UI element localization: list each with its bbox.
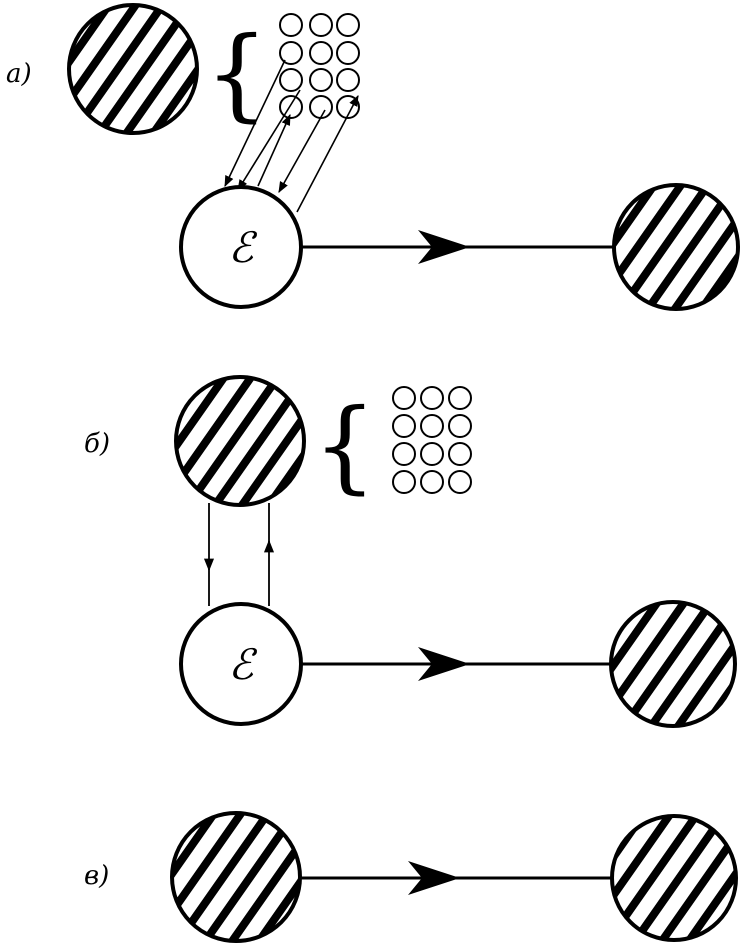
panel-b-label: б) bbox=[84, 429, 110, 459]
hatched-target-circle-a bbox=[612, 183, 740, 311]
brace-b: { bbox=[313, 387, 377, 504]
hatched-source-circle-a bbox=[67, 3, 199, 135]
hatched-source-circle-v bbox=[170, 811, 302, 943]
arrowhead-a bbox=[418, 230, 470, 264]
hatched-target-circle-b bbox=[609, 600, 737, 728]
exchange-lines-a bbox=[224, 59, 359, 213]
brace-a: { bbox=[205, 15, 269, 132]
panel-b: б) { ℰ bbox=[84, 375, 737, 728]
arrowhead-b bbox=[418, 647, 470, 681]
hatched-target-circle-v bbox=[610, 814, 738, 942]
panel-v: в) bbox=[84, 811, 738, 943]
small-circles-grid-a bbox=[279, 13, 360, 119]
small-circles-grid-b bbox=[392, 386, 472, 494]
mediator-symbol-a: ℰ bbox=[228, 223, 258, 272]
panel-a: а) { ℰ bbox=[6, 3, 740, 311]
mediator-symbol-b: ℰ bbox=[228, 640, 258, 689]
panel-v-label: в) bbox=[84, 861, 109, 891]
arrowhead-v bbox=[408, 861, 460, 895]
hatched-source-circle-b bbox=[174, 375, 306, 507]
exchange-lines-b bbox=[203, 503, 275, 606]
panel-a-label: а) bbox=[6, 59, 32, 89]
